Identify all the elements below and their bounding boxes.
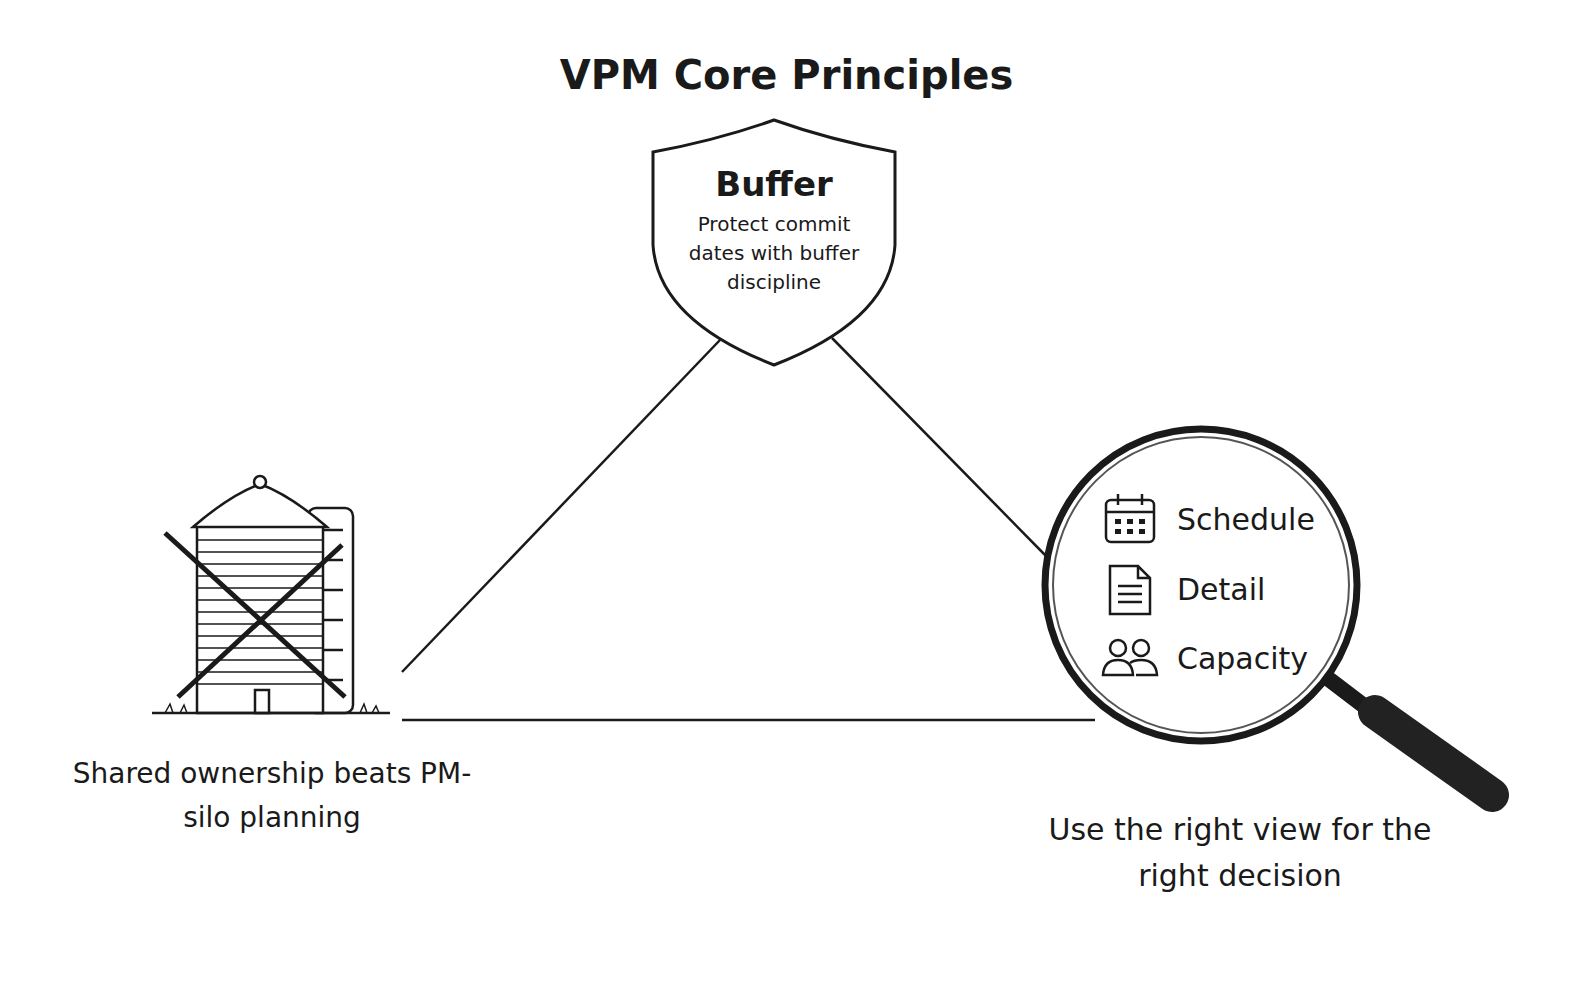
principle-silo: Shared ownership beats PM-silo planning: [72, 470, 472, 850]
node-heading: Buffer: [652, 164, 896, 204]
document-icon: [1110, 566, 1150, 614]
node-text: Detail: [1177, 571, 1377, 609]
node-text: Shared ownership beats PM-silo planning: [72, 752, 472, 840]
calendar-icon: [1106, 494, 1154, 542]
node-text: Schedule: [1177, 501, 1377, 539]
connector-line: [402, 340, 720, 672]
magnifier-illustration: [1045, 429, 1492, 795]
silo-illustration: [152, 476, 390, 713]
principle-magnifier: ScheduleDetailCapacityUse the right view…: [1040, 425, 1440, 895]
node-text: Use the right view for the right decisio…: [1040, 807, 1440, 899]
connector-line: [832, 338, 1047, 557]
diagram-title: VPM Core Principles: [0, 52, 1573, 98]
principle-shield: BufferProtect commit dates with buffer d…: [652, 118, 896, 366]
connector-line: [402, 720, 1095, 721]
node-text: Protect commit dates with buffer discipl…: [669, 210, 879, 297]
people-icon: [1103, 640, 1157, 675]
node-text: Capacity: [1177, 640, 1377, 678]
shield-outline: [653, 120, 895, 365]
